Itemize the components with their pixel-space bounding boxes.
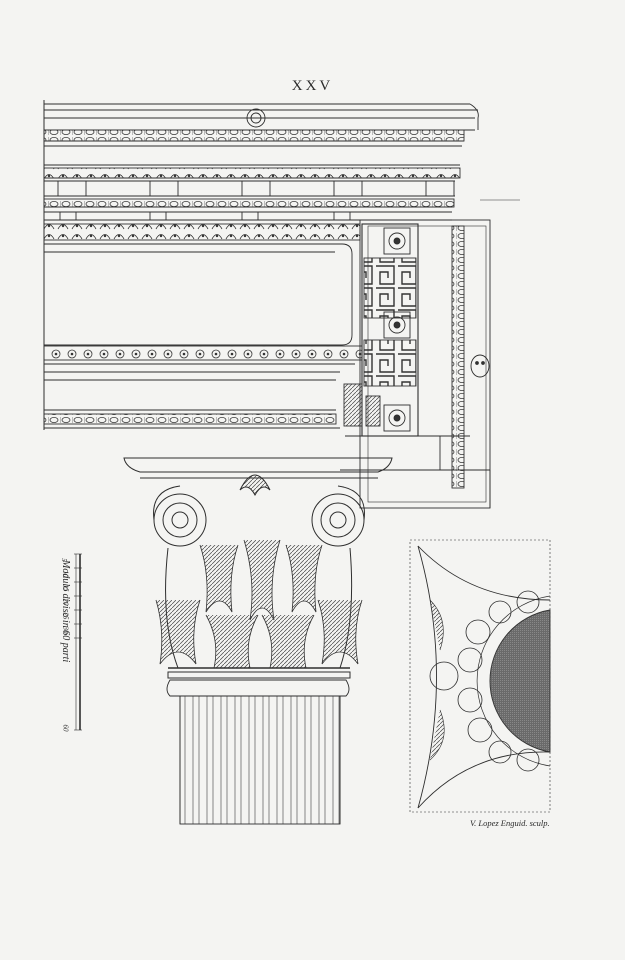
scale-bar (74, 553, 82, 731)
engraver-credit: V. Lopez Enguid. sculp. (470, 818, 550, 828)
fluted-shaft (166, 679, 350, 825)
scale-tick-label: 25 (61, 612, 70, 620)
entablature (43, 100, 520, 430)
scale-tick-label: 5 (59, 558, 68, 562)
scale-tick-label: 20 (61, 598, 70, 606)
plate-number: XXV (291, 78, 334, 94)
soffit-panel (340, 219, 491, 509)
capital-plan-detail (409, 539, 551, 813)
scale-tick-label: 30 (61, 626, 70, 634)
scale-tick-label: 15 (61, 584, 70, 592)
scale-tick-label: 10 (61, 570, 70, 578)
scale-tick-label: 60 (61, 724, 70, 732)
corinthian-capital (123, 457, 393, 679)
